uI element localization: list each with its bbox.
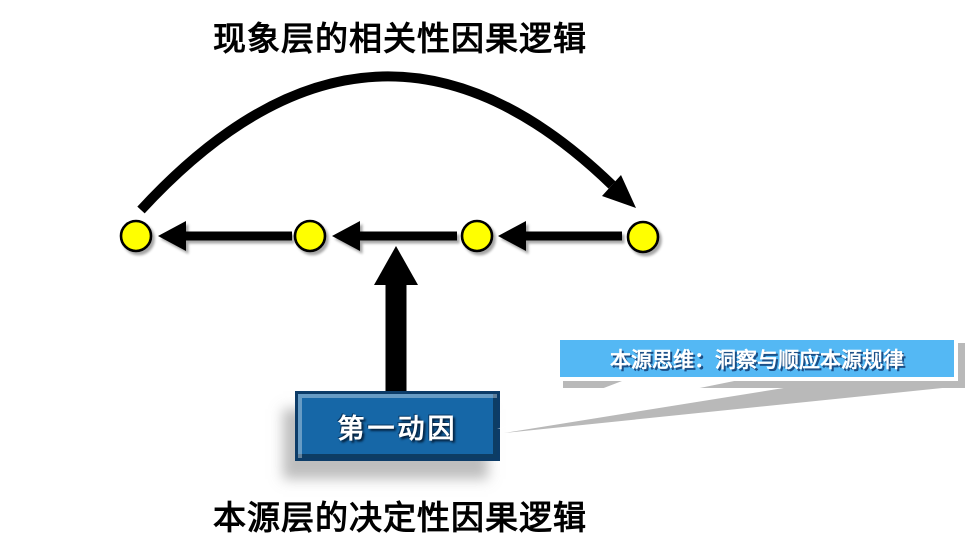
origin-thinking-label: 本源思维：洞察与顺应本源规律 [610,348,904,372]
origin-thinking-callout: 本源思维：洞察与顺应本源规律 [556,336,958,381]
first-cause-box: 第一动因 [295,391,500,461]
phenomenon-node-4 [626,220,660,254]
first-cause-label: 第一动因 [337,413,458,444]
chain-arrow-2 [332,221,457,251]
phenomenon-node-2 [293,219,327,253]
chain-arrow-1 [158,221,292,251]
first-cause-up-arrow [374,246,418,392]
origin-thinking-callout-fill: 本源思维：洞察与顺应本源规律 [560,340,954,377]
phenomenon-node-3 [460,219,494,253]
phenomenon-layer-title: 现象层的相关性因果逻辑 [213,20,587,57]
phenomenon-nodes [119,219,660,254]
correlation-arc-arrow [137,71,636,214]
causal-chain-arrows [158,221,622,251]
chain-arrow-3 [498,221,622,251]
origin-layer-title: 本源层的决定性因果逻辑 [213,499,587,536]
phenomenon-node-1 [119,219,153,253]
